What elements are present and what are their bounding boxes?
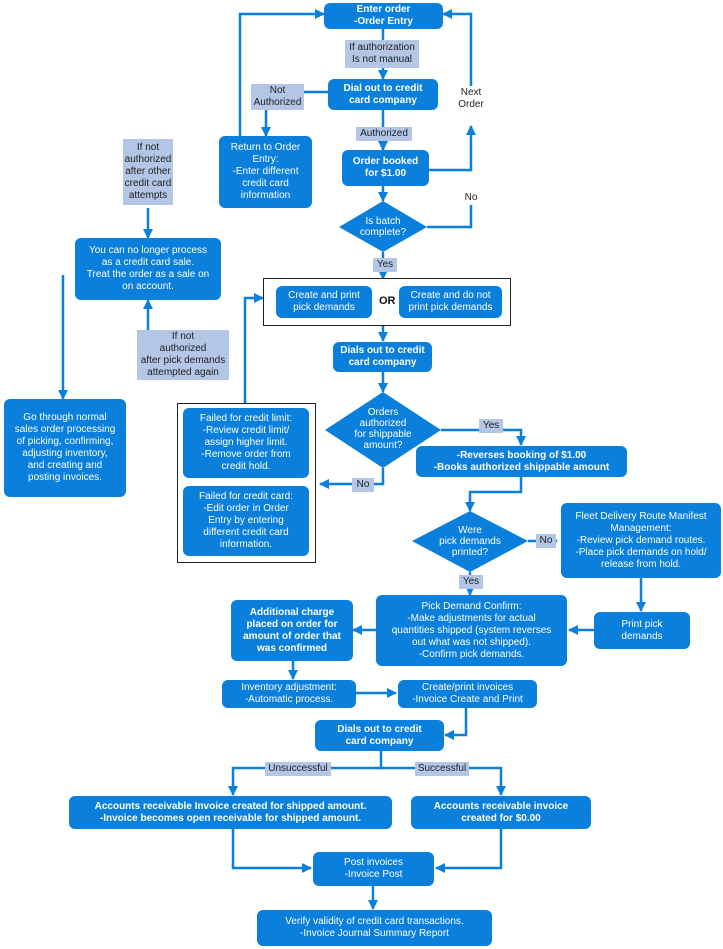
or-separator: OR [379,295,396,307]
label-no-pick: No [536,534,556,548]
edge-next-order-to-enter [442,9,473,88]
orders-authorized-diamond [325,392,441,468]
failed-credit-limit-node: Failed for credit limit:-Review credit l… [183,408,309,478]
edge-orders-yes [441,428,526,446]
edge-batch-no [427,203,473,229]
label-no-batch: No [460,191,482,205]
label-authorized: Authorized [356,127,412,141]
edge-booked-next-order [429,125,476,172]
verify-transactions-node: Verify validity of credit card transacti… [257,910,492,946]
batch-complete-diamond [339,201,427,252]
enter-order-node: Enter order-Order Entry [324,3,443,29]
create-print-invoices-node: Create/print invoices-Invoice Create and… [398,680,537,708]
label-yes-orders: Yes [479,419,503,433]
label-unsuccessful: Unsuccessful [265,762,331,776]
pick-demand-confirm-node: Pick Demand Confirm:-Make adjustments fo… [376,595,567,666]
edge-orders-no [319,468,385,489]
edge-reverses-to-pick [465,477,523,512]
edge-arzero-to-post [435,829,503,873]
inventory-adjustment-node: Inventory adjustment:-Automatic process. [222,680,356,708]
edge-return-to-enter [238,9,325,136]
edge-invoices-to-dials3 [444,708,468,740]
ar-invoice-shipped-node: Accounts receivable Invoice created for … [69,796,392,829]
post-invoices-node: Post invoices-Invoice Post [313,852,434,886]
reverses-booking-node: -Reverses booking of $1.00-Books authori… [416,446,627,477]
label-successful: Successful [415,762,469,776]
pick-printed-diamond [412,511,528,572]
failed-credit-card-node: Failed for credit card:-Edit order in Or… [183,486,309,556]
label-no-orders: No [352,478,374,492]
edge-arshipped-to-post [231,829,312,873]
label-yes-pick: Yes [459,575,483,589]
edge-failed-to-create [243,293,264,403]
label-yes-batch: Yes [373,258,397,272]
